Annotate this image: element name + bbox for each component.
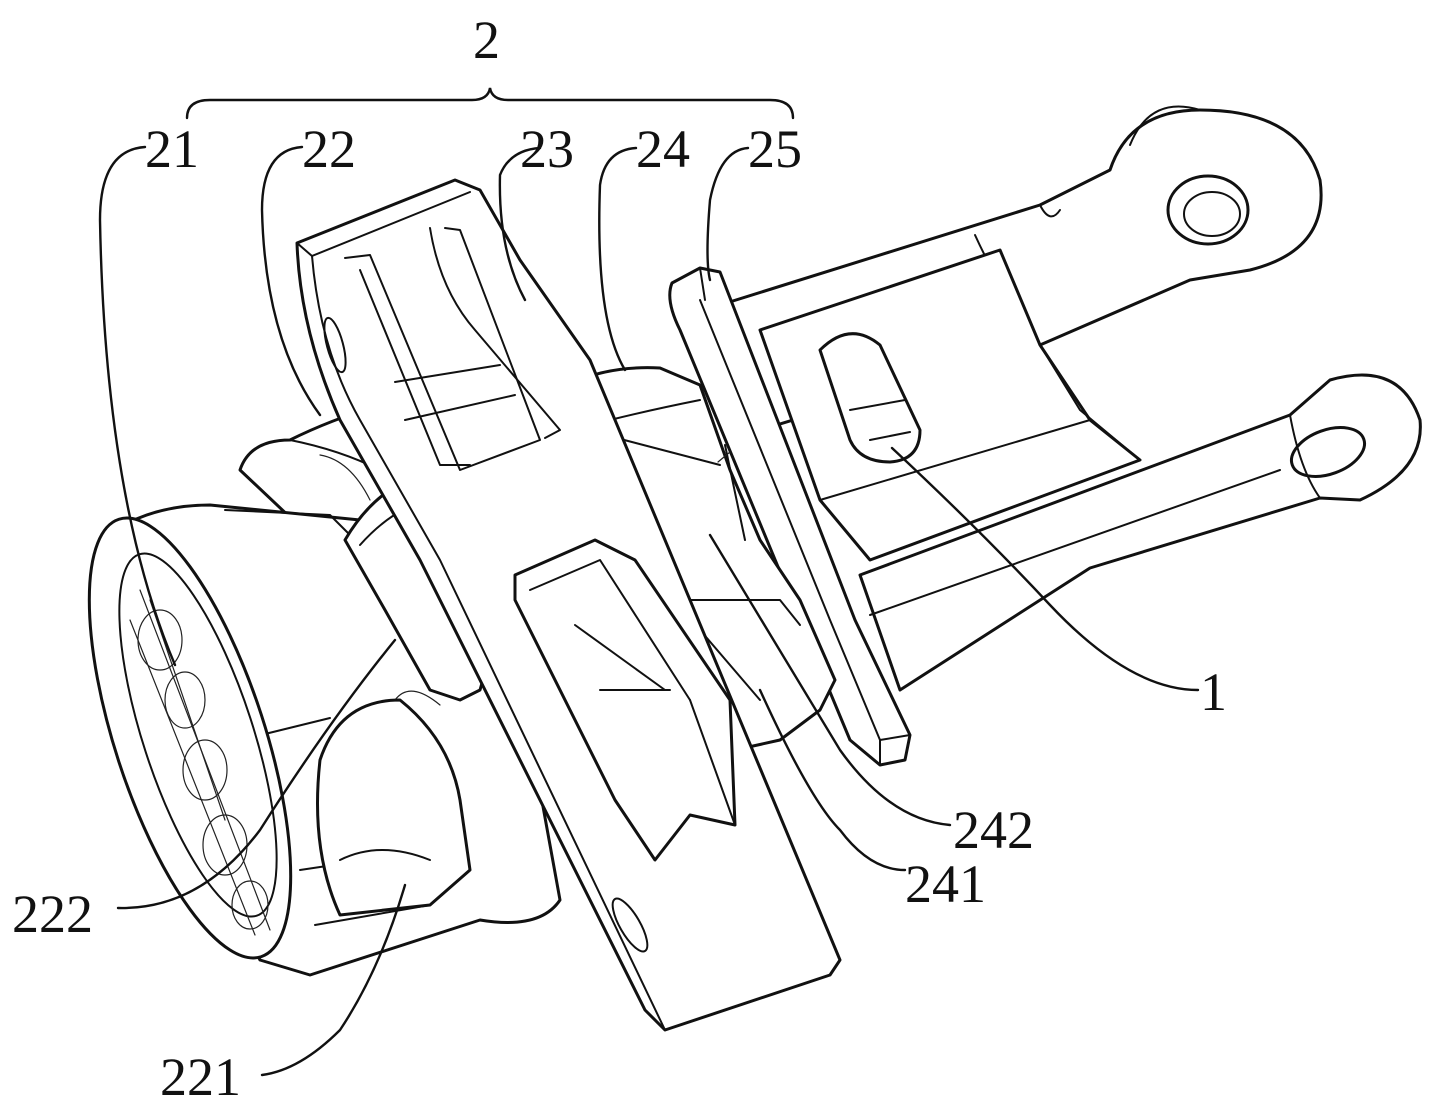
labels: 2 21 22 23 24 25 1 242 241 222 221 [12, 10, 1227, 1107]
plate-top-hole-icon [323, 316, 347, 374]
label-21: 21 [145, 119, 199, 179]
label-221: 221 [160, 1047, 241, 1107]
label-22: 22 [302, 119, 356, 179]
label-241: 241 [905, 854, 986, 914]
lower-arm-hole-icon [1290, 426, 1366, 478]
part-1-bracket-arm [718, 105, 1422, 692]
part-23-plate [295, 178, 842, 1032]
assembly-brace [185, 87, 795, 120]
label-2: 2 [473, 10, 500, 70]
slot-icon [818, 332, 922, 464]
label-1: 1 [1200, 662, 1227, 722]
label-24: 24 [636, 119, 690, 179]
plate-bottom-hole-icon [611, 897, 649, 953]
label-222: 222 [12, 884, 93, 944]
label-242: 242 [953, 800, 1034, 860]
label-23: 23 [520, 119, 574, 179]
label-25: 25 [748, 119, 802, 179]
upper-arm-hole-icon [1166, 174, 1250, 246]
leader-lines [98, 87, 1200, 1077]
part-25-flange [668, 266, 912, 767]
